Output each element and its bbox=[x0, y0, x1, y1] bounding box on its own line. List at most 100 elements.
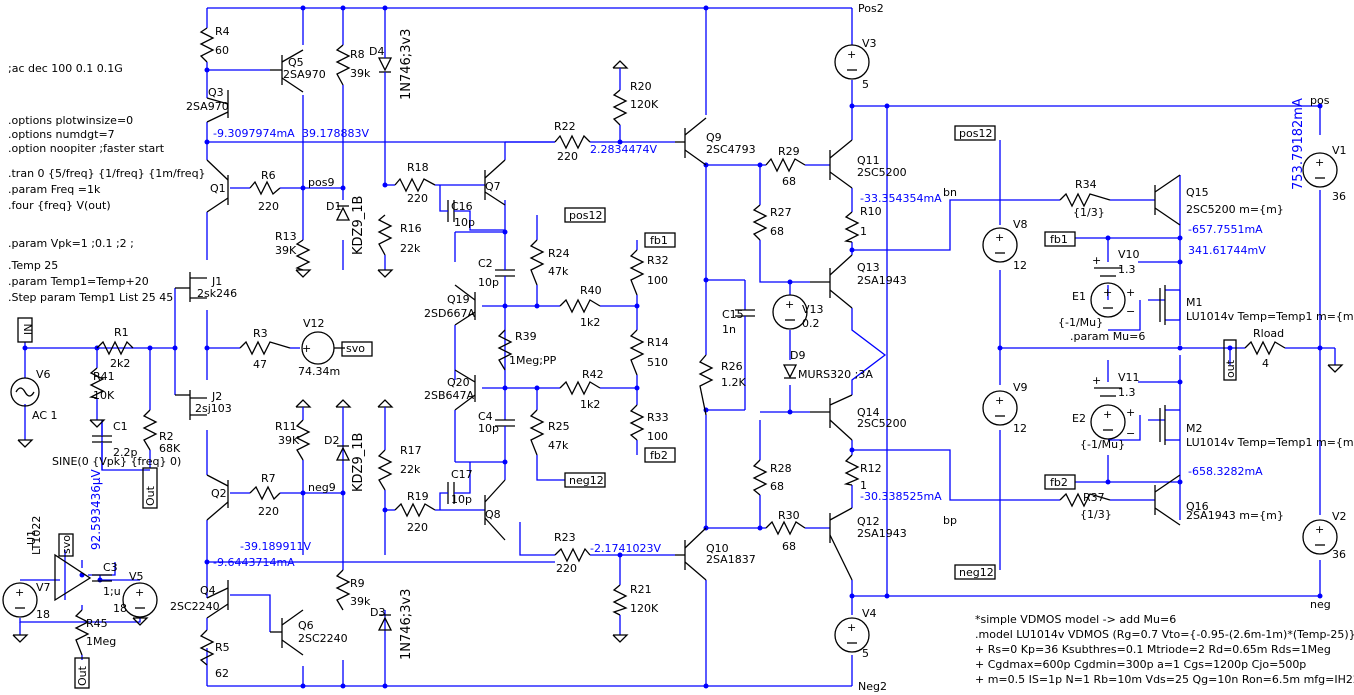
u1-opamp-symbol bbox=[54, 553, 92, 602]
directive-step: .Step param Temp1 List 25 45 bbox=[8, 291, 173, 304]
ref-q10: Q10 bbox=[706, 542, 729, 555]
net-labels: Pos2 Neg2 pos neg pos9 neg9 bn bp IN svo… bbox=[22, 2, 1331, 693]
val-q3: 2SA970 bbox=[186, 100, 229, 113]
ref-q3: Q3 bbox=[208, 86, 224, 99]
r17-symbol bbox=[377, 449, 393, 491]
net-svo-u1: svo bbox=[60, 535, 73, 554]
d2-symbol bbox=[335, 445, 351, 461]
val-rload: 4 bbox=[1262, 357, 1269, 370]
ref-r4: R4 bbox=[215, 25, 230, 38]
ref-r25: R25 bbox=[548, 420, 570, 433]
ref-m1: M1 bbox=[1186, 296, 1203, 309]
junctions bbox=[22, 5, 1323, 689]
ref-q7: Q7 bbox=[485, 180, 501, 193]
c15-symbol bbox=[735, 309, 755, 340]
directive-noopiter: .option noopiter ;faster start bbox=[8, 142, 165, 155]
probe-neg-voltage: -39.189911V bbox=[240, 540, 311, 553]
val-r28: 68 bbox=[770, 480, 784, 493]
fb2-flag-right bbox=[1044, 474, 1076, 490]
val-q11: 2SC5200 bbox=[857, 166, 907, 179]
ref-q6: Q6 bbox=[298, 619, 314, 632]
r27-symbol bbox=[752, 204, 768, 241]
ref-v10: V10 bbox=[1118, 248, 1140, 261]
r32-symbol bbox=[629, 249, 645, 296]
directive-plotwinsize: .options plotwinsize=0 bbox=[8, 114, 133, 127]
val-m1: LU1014v Temp=Temp1 m={m} bbox=[1186, 310, 1354, 323]
ref-c2: C2 bbox=[478, 257, 493, 270]
val-r32: 100 bbox=[647, 274, 668, 287]
v11-symbol: + bbox=[1092, 374, 1122, 397]
val-r24: 47k bbox=[548, 265, 569, 278]
directive-numdgt: .options numdgt=7 bbox=[8, 128, 115, 141]
q9-symbol bbox=[675, 117, 707, 166]
net-neg9: neg9 bbox=[308, 481, 336, 494]
ref-r23: R23 bbox=[554, 531, 576, 544]
ref-r28: R28 bbox=[770, 462, 792, 475]
ref-q12: Q12 bbox=[857, 515, 880, 528]
model-note-4: + m=0.5 IS=1p N=1 Rb=10m Vds=25 Qg=10n R… bbox=[975, 673, 1354, 686]
r7-symbol bbox=[249, 485, 281, 501]
r18-symbol bbox=[394, 177, 436, 193]
val-v6: AC 1 bbox=[32, 409, 58, 422]
d3-symbol bbox=[377, 614, 393, 631]
v7-symbol: + bbox=[2, 582, 38, 618]
net-neg12-right: neg12 bbox=[959, 566, 994, 579]
ref-m2: M2 bbox=[1186, 422, 1203, 435]
ref-r29: R29 bbox=[778, 145, 800, 158]
ref-e1: E1 bbox=[1072, 290, 1086, 303]
val-r12: 1 bbox=[860, 479, 867, 492]
r45-symbol bbox=[74, 609, 90, 656]
ref-q5: Q5 bbox=[288, 56, 304, 69]
r9-symbol bbox=[335, 569, 351, 611]
q19-symbol bbox=[454, 284, 476, 380]
net-pos12-right: pos12 bbox=[959, 127, 992, 140]
ref-v2: V2 bbox=[1332, 510, 1347, 523]
ref-r13: R13 bbox=[275, 230, 297, 243]
val-v12: 74.34m bbox=[298, 365, 340, 378]
val-r17: 22k bbox=[400, 463, 421, 476]
ref-r6: R6 bbox=[261, 169, 276, 182]
net-out-bottom: Out bbox=[76, 665, 89, 686]
d1-symbol bbox=[335, 205, 351, 221]
val-r1: 2k2 bbox=[110, 357, 130, 370]
probe-out-voltage: 341.61744mV bbox=[1188, 244, 1266, 257]
val-e1: {-1/Mu} bbox=[1058, 316, 1103, 329]
val-r29: 68 bbox=[782, 175, 796, 188]
directive-vpk: .param Vpk=1 ;0.1 ;2 ; bbox=[8, 237, 134, 250]
val-d4: 1N746;3v3 bbox=[399, 29, 414, 100]
r29-symbol bbox=[765, 157, 806, 173]
svo-flag bbox=[341, 341, 373, 357]
ref-q1: Q1 bbox=[210, 182, 226, 195]
r10-symbol bbox=[843, 211, 860, 243]
ref-d3: D3 bbox=[370, 606, 385, 619]
ref-v1: V1 bbox=[1332, 144, 1347, 157]
ref-v12: V12 bbox=[303, 317, 325, 330]
q12-symbol bbox=[829, 507, 853, 581]
v1-symbol: + bbox=[1302, 152, 1338, 188]
r37-symbol bbox=[1059, 492, 1111, 508]
val-m2: LU1014v Temp=Temp1 m={m} bbox=[1186, 436, 1354, 449]
r2-symbol bbox=[142, 409, 158, 451]
directive-temp: .Temp 25 bbox=[8, 259, 58, 272]
c17-symbol bbox=[439, 462, 471, 510]
r5-symbol bbox=[199, 629, 215, 666]
v4-symbol: + bbox=[834, 617, 870, 653]
v6-source-spec: SINE(0 {Vpk} {freq} 0) bbox=[52, 455, 181, 468]
svg-text:+: + bbox=[1092, 254, 1101, 267]
ref-q20: Q20 bbox=[447, 376, 470, 389]
probe-q1-current: -9.3097974mA bbox=[213, 127, 295, 140]
net-svo: svo bbox=[346, 342, 365, 355]
ref-r19: R19 bbox=[407, 490, 429, 503]
val-c17: 10p bbox=[451, 493, 472, 506]
spice-directives: ;ac dec 100 0.1 0.1G .options plotwinsiz… bbox=[8, 62, 1354, 686]
q6-symbol bbox=[270, 609, 304, 656]
val-j2: 2sj103 bbox=[195, 402, 232, 415]
ref-j1: J1 bbox=[211, 275, 222, 288]
probe-q11-current: -33.354354mA bbox=[860, 192, 942, 205]
ref-r32: R32 bbox=[647, 254, 669, 267]
ref-r33: R33 bbox=[647, 411, 669, 424]
val-d1: KDZ9_1B bbox=[351, 196, 366, 255]
ref-d4: D4 bbox=[369, 45, 384, 58]
r26-symbol bbox=[698, 354, 714, 416]
ref-r24: R24 bbox=[548, 247, 570, 260]
